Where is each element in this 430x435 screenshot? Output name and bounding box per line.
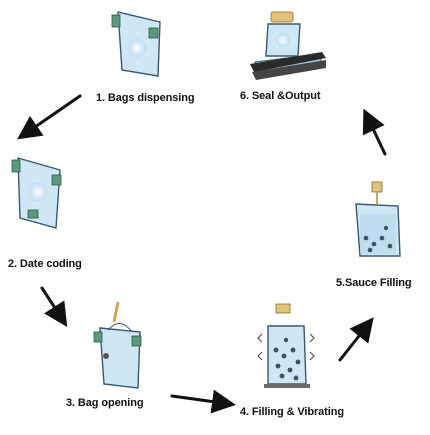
filling-vibrating-bag-icon [257,303,315,388]
arrow-1-to-2 [17,94,82,140]
arrow-4-to-5 [338,317,374,362]
step-4-label: 4. Filling & Vibrating [240,406,344,418]
arrow-2-to-3 [40,286,68,328]
date-coding-bag-icon [11,157,62,229]
bag-opening-icon [93,301,142,389]
step-5-label: 5.Sauce Filling [336,277,412,289]
arrow-5-to-6 [362,108,387,156]
step-3-label: 3. Bag opening [66,397,144,409]
step-1-label: 1. Bags dispensing [96,92,195,104]
flow-arrows [17,94,387,414]
step-6-label: 6. Seal &Output [240,90,321,102]
sauce-filling-bag-icon [355,181,401,257]
arrow-3-to-4 [170,389,236,414]
bag-dispensing-icon [111,11,161,77]
step-2-label: 2. Date coding [8,258,82,270]
seal-output-conveyor-icon [250,11,326,80]
